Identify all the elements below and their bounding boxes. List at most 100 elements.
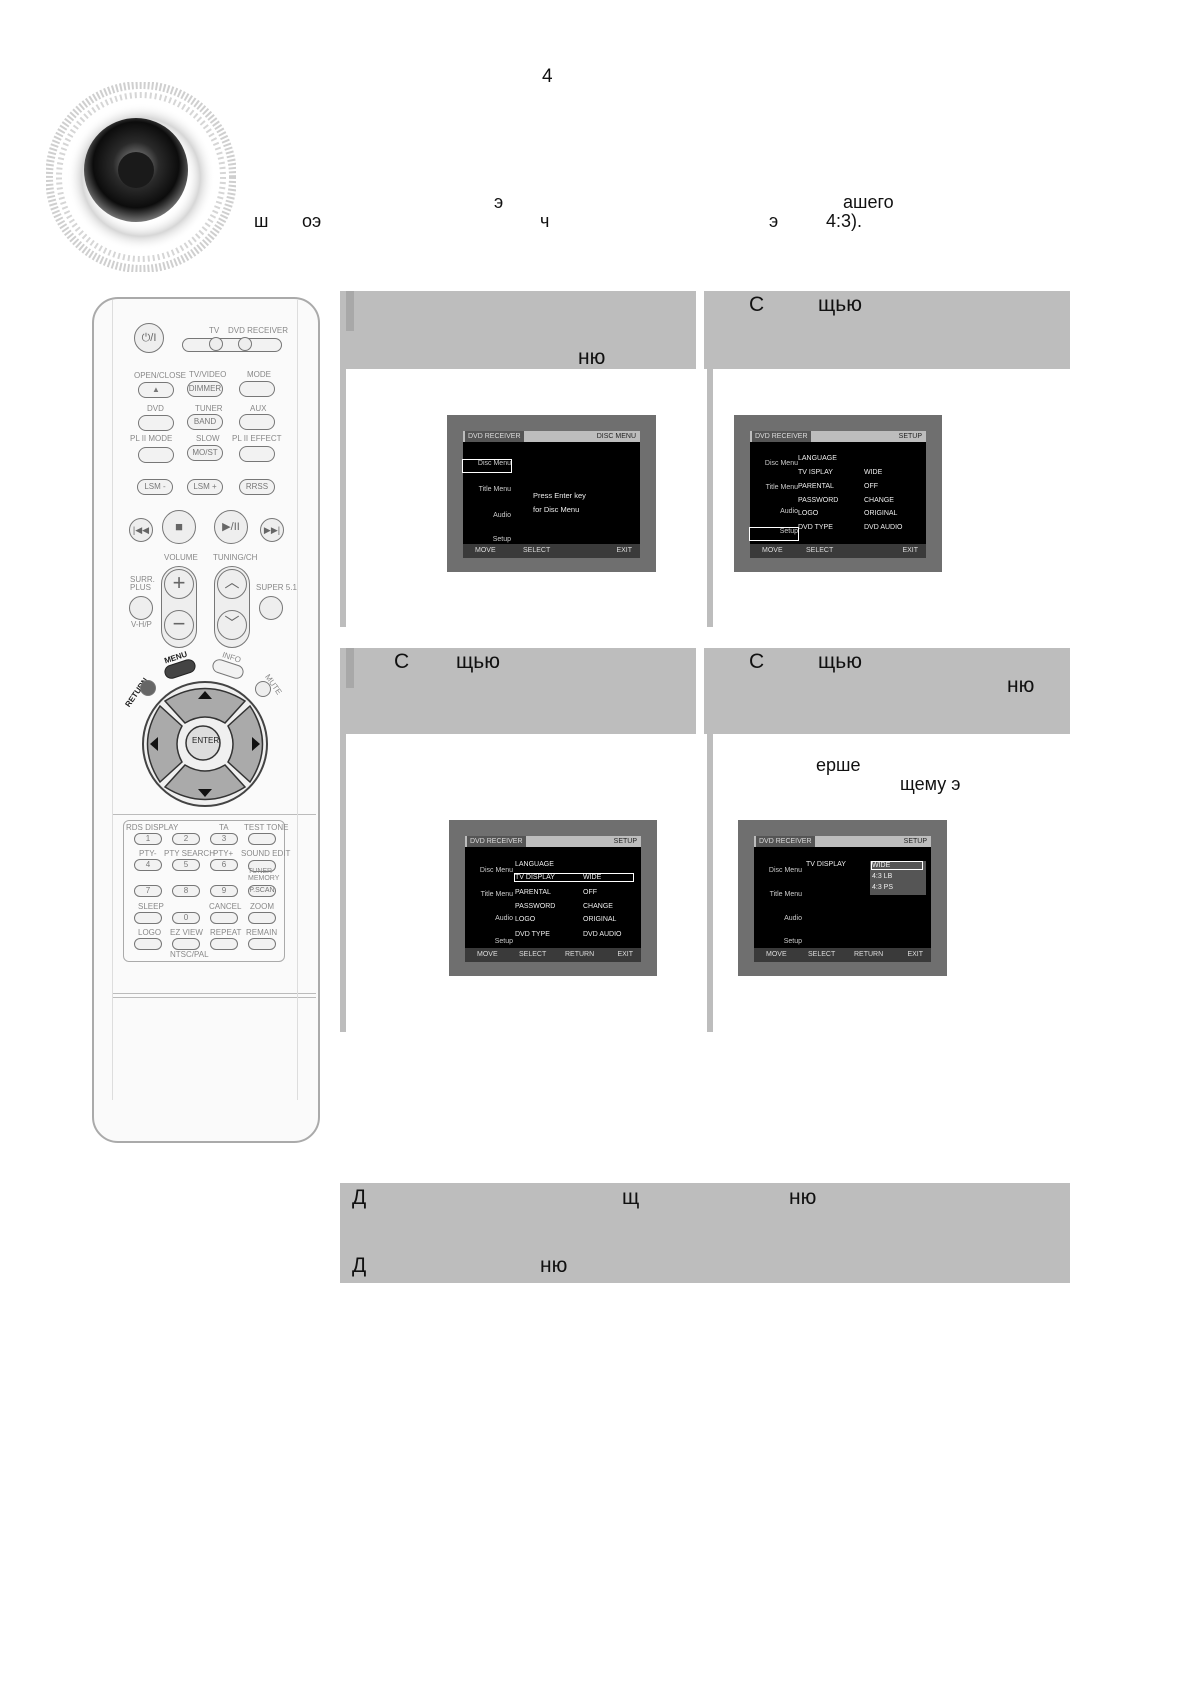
osd-select-hint: SELECT	[808, 951, 836, 958]
osd-row-tv-display: TV ISPLAY	[798, 469, 833, 476]
up-arrow-button[interactable]	[163, 687, 247, 724]
digit-8-button[interactable]: 8	[172, 885, 200, 897]
osd-select-hint: SELECT	[523, 547, 551, 554]
osd-brand: DVD RECEIVER	[756, 836, 815, 847]
pl2-effect-button[interactable]	[239, 446, 275, 462]
band-button[interactable]: BAND	[187, 414, 223, 430]
osd-side-setup: Setup	[749, 527, 799, 541]
mode-button[interactable]	[239, 381, 275, 397]
step3-text-b: щью	[456, 650, 500, 673]
osd-row-parental: PARENTAL	[798, 483, 834, 490]
mo-st-button[interactable]: MO/ST	[187, 445, 223, 461]
test-tone-button[interactable]	[248, 833, 276, 845]
digit-1-button[interactable]: 1	[134, 833, 162, 845]
sleep-button[interactable]	[134, 912, 162, 924]
skip-back-icon: |◀◀	[132, 525, 150, 535]
tuning-up-button[interactable]: ︿	[217, 569, 247, 599]
osd-message-line1: Press Enter key	[533, 491, 586, 500]
step2-rail	[707, 369, 713, 627]
p-scan-button[interactable]: P.SCAN	[248, 885, 276, 897]
skip-forward-button[interactable]: ▶▶|	[260, 518, 284, 542]
osd-option-43lb: 4:3 LB	[872, 873, 893, 880]
osd-row-logo: LOGO	[515, 916, 536, 923]
osd-exit-hint: EXIT	[907, 951, 923, 958]
super51-button[interactable]	[259, 596, 283, 620]
aux-label: AUX	[250, 404, 267, 413]
pty-plus-label: PTY+	[213, 849, 234, 858]
pl2-effect-label: PL II EFFECT	[232, 434, 282, 443]
tv-select-button[interactable]	[209, 337, 223, 351]
volume-down-button[interactable]: −	[164, 610, 194, 640]
down-arrow-button[interactable]	[163, 764, 247, 801]
osd-side-title-menu: Title Menu	[478, 486, 511, 493]
step2-text-a: С	[749, 293, 765, 316]
osd-value: WIDE	[864, 469, 883, 476]
step4-body-b: щему э	[900, 774, 961, 794]
remain-button[interactable]	[248, 938, 276, 950]
cancel-button[interactable]	[210, 912, 238, 924]
osd-side-disc-menu: Disc Menu	[768, 867, 802, 874]
mute-button[interactable]	[255, 681, 271, 697]
digit-6-button[interactable]: 6	[210, 859, 238, 871]
dvd-button[interactable]	[138, 415, 174, 431]
repeat-button[interactable]	[210, 938, 238, 950]
eject-icon: ▲	[152, 385, 160, 394]
open-close-label: OPEN/CLOSE	[134, 371, 187, 380]
osd-row-dvd-type: DVD TYPE	[515, 931, 550, 938]
ez-view-button[interactable]	[172, 938, 200, 950]
digit-0-button[interactable]: 0	[172, 912, 200, 924]
volume-up-button[interactable]: +	[164, 569, 194, 599]
right-arrow-button[interactable]	[227, 704, 264, 784]
step3-header	[340, 648, 696, 734]
dvd-select-button[interactable]	[238, 337, 252, 351]
volume-label: VOLUME	[164, 553, 198, 562]
intro-fragment: э	[769, 211, 779, 231]
stop-button[interactable]: ■	[162, 510, 196, 544]
repeat-label: REPEAT	[210, 928, 242, 937]
pty-minus-label: PTY-	[139, 849, 157, 858]
osd-side-title-menu: Title Menu	[765, 484, 798, 491]
rrss-button[interactable]: RRSS	[239, 479, 275, 495]
osd-brand: DVD RECEIVER	[465, 431, 524, 442]
digit-2-button[interactable]: 2	[172, 833, 200, 845]
digit-5-button[interactable]: 5	[172, 859, 200, 871]
digit-3-button[interactable]: 3	[210, 833, 238, 845]
aux-button[interactable]	[239, 414, 275, 430]
enter-button[interactable]: ENTER	[192, 736, 220, 745]
digit-9-button[interactable]: 9	[210, 885, 238, 897]
logo-label: LOGO	[138, 928, 162, 937]
osd-value: CHANGE	[864, 497, 894, 504]
intro-fragment: 4:3).	[826, 211, 863, 231]
dimmer-button[interactable]: DIMMER	[187, 381, 223, 397]
surr-plus-label: SURR. PLUS	[130, 575, 155, 592]
osd-side-setup: Setup	[494, 938, 513, 945]
zoom-button[interactable]	[248, 912, 276, 924]
digit-4-button[interactable]: 4	[134, 859, 162, 871]
digit-7-button[interactable]: 7	[134, 885, 162, 897]
tv-dvd-switch[interactable]	[182, 338, 282, 352]
open-close-button[interactable]: ▲	[138, 382, 174, 398]
tuning-down-button[interactable]: ﹀	[217, 610, 247, 640]
sound-edit-button[interactable]	[248, 860, 276, 872]
ntsc-pal-label: NTSC/PAL	[170, 950, 209, 959]
return-button[interactable]	[140, 680, 156, 696]
osd-return-hint: RETURN	[565, 951, 595, 958]
remote-divider	[112, 993, 316, 998]
osd-row-tv-display: TV DISPLAY	[806, 861, 846, 868]
pl2-mode-button[interactable]	[138, 447, 174, 463]
step3-rail	[340, 734, 346, 1032]
rds-display-label: RDS DISPLAY	[126, 823, 179, 832]
lsm-plus-button[interactable]: LSM +	[187, 479, 223, 495]
skip-back-button[interactable]: |◀◀	[129, 518, 153, 542]
osd-side-title-menu: Title Menu	[480, 891, 513, 898]
lsm-minus-button[interactable]: LSM -	[137, 479, 173, 495]
intro-fragment: ч	[540, 211, 550, 231]
osd-value: ORIGINAL	[583, 916, 617, 923]
play-pause-button[interactable]: ▶/II	[214, 510, 248, 544]
surr-plus-button[interactable]	[129, 596, 153, 620]
osd-row-parental: PARENTAL	[515, 889, 551, 896]
power-button[interactable]: ⏻/I	[134, 323, 164, 353]
logo-button[interactable]	[134, 938, 162, 950]
left-arrow-button[interactable]	[146, 704, 183, 784]
